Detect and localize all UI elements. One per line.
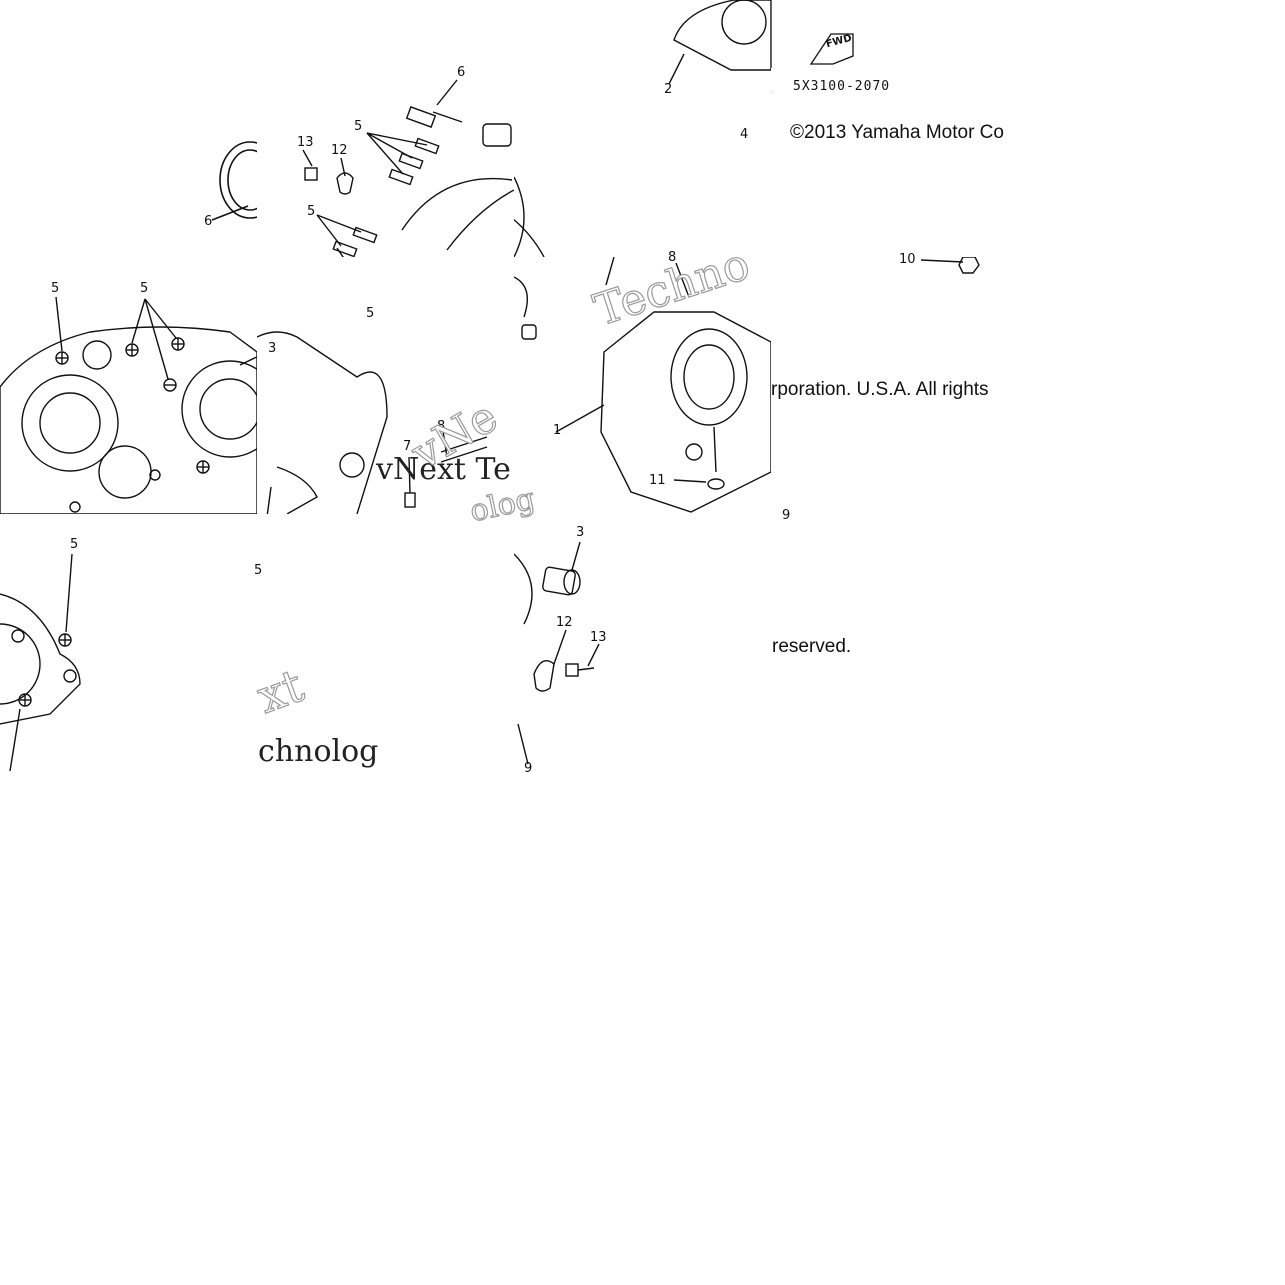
callout-5: 5 <box>70 537 79 552</box>
callout-6: 6 <box>457 65 466 80</box>
callout-2: 2 <box>664 82 673 97</box>
callout-9: 9 <box>782 508 791 523</box>
callout-12: 12 <box>556 615 573 630</box>
callout-7: 7 <box>403 439 412 454</box>
callout-5: 5 <box>307 204 316 219</box>
callout-5: 5 <box>254 563 263 578</box>
crankcase-left-drawing <box>0 296 257 514</box>
watermark-chnolog: chnolog <box>258 734 379 769</box>
fwd-mark-drawing <box>771 0 854 94</box>
oil-seal-drawing <box>211 141 257 221</box>
callout-13: 13 <box>590 630 607 645</box>
copyright-line-1: ©2013 Yamaha Motor Co <box>790 122 1004 143</box>
crankcase-top-drawing <box>514 0 771 257</box>
callout-3: 3 <box>576 525 585 540</box>
crankcase-mid-drawing <box>257 331 488 514</box>
tile-bolts-upper <box>257 0 514 257</box>
callout-3: 3 <box>268 341 277 356</box>
bolts-drawing <box>302 79 514 257</box>
copyright-line-2: rporation. U.S.A. All rights <box>771 379 989 400</box>
tile-crankcase-mid <box>257 257 514 514</box>
tile-crankcase-right <box>514 257 771 514</box>
callout-5: 5 <box>354 119 363 134</box>
copyright-line-3: reserved. <box>772 636 852 657</box>
callout-5: 5 <box>140 281 149 296</box>
callout-8: 8 <box>437 419 446 434</box>
callout-6: 6 <box>204 214 213 229</box>
callout-5: 5 <box>51 281 60 296</box>
callout-8: 8 <box>668 250 677 265</box>
tile-nut-10 <box>771 257 1028 514</box>
tile-lower-left <box>0 514 257 771</box>
crankcase-right-drawing <box>514 257 771 513</box>
callout-9: 9 <box>524 761 533 776</box>
callout-11: 11 <box>649 473 666 488</box>
lower-right-drawing <box>514 541 600 765</box>
callout-12: 12 <box>331 143 348 158</box>
tile-oil-seal <box>0 0 257 257</box>
callout-10: 10 <box>899 252 916 267</box>
tile-crankcase-top <box>514 0 771 257</box>
tile-crankcase-left <box>0 257 257 514</box>
diagram-code: 5X3100-2070 <box>793 79 891 94</box>
watermark-vnext-te: vNext Te <box>376 452 511 487</box>
lower-left-drawing <box>0 553 81 771</box>
callout-1: 1 <box>553 423 562 438</box>
watermark-xt: xt <box>250 657 311 724</box>
callout-13: 13 <box>297 135 314 150</box>
tile-fwd <box>771 0 1028 257</box>
tile-lower-right <box>514 514 771 771</box>
nut-drawing <box>920 257 980 274</box>
callout-4: 4 <box>740 127 749 142</box>
callout-5: 5 <box>366 306 375 321</box>
